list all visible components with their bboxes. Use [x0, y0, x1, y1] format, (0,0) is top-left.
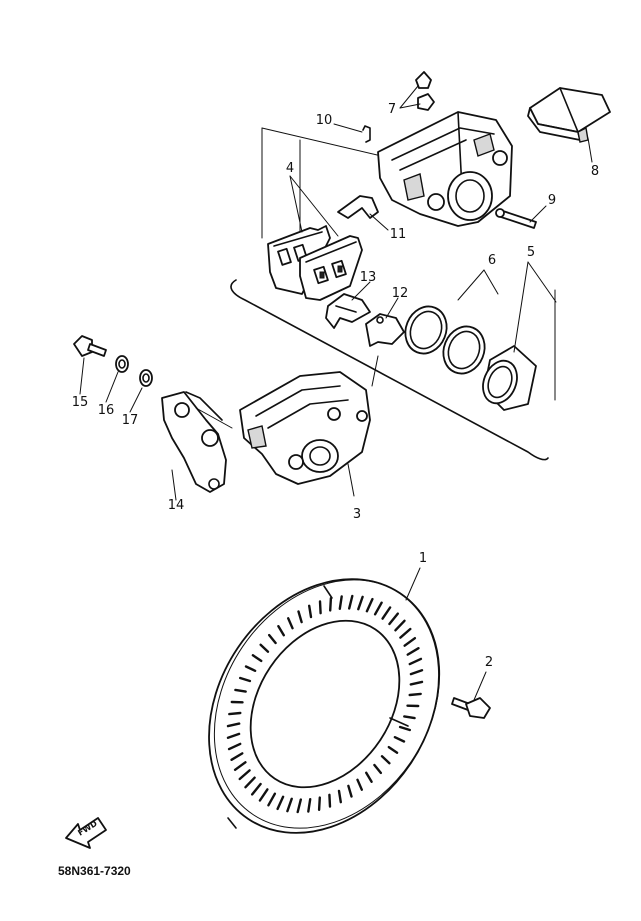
callout-3: 3: [353, 507, 361, 522]
bracket-bolt: [73, 335, 107, 357]
pad-pin-clip: [362, 125, 371, 143]
disc-vent-slot: [226, 722, 241, 728]
disc-vent-slot: [381, 606, 392, 620]
disc-vent-slot: [373, 763, 382, 775]
disc-vent-slot: [308, 604, 313, 619]
callout-1: 1: [419, 551, 427, 566]
forward-arrow-icon: FWD: [65, 817, 107, 849]
caliper-piston: [482, 345, 537, 411]
disc-vent-slot: [373, 601, 383, 616]
disc-vent-slot: [258, 788, 269, 802]
disc-vent-slot: [408, 657, 423, 666]
pad-pin: [495, 208, 537, 229]
disc-vent-slot: [394, 619, 406, 632]
disc-vent-slot: [286, 797, 293, 813]
callout-14: 14: [168, 498, 185, 513]
disc-vent-slot: [233, 761, 247, 771]
disc-vent-slot: [365, 771, 373, 783]
callout-10: 10: [316, 113, 333, 128]
callout-7: 7: [388, 102, 396, 117]
disc-vent-slot: [388, 612, 399, 626]
disc-vent-slot: [226, 732, 241, 739]
disc-bolt: [451, 697, 491, 719]
brake-pads: [267, 225, 363, 301]
caliper-assembly: [239, 371, 371, 485]
callout-11: 11: [390, 227, 407, 242]
spring-washer: [115, 355, 129, 373]
disc-vent-slot: [356, 778, 363, 791]
disc-vent-slot: [347, 784, 353, 798]
disc-vent-slot: [238, 769, 251, 781]
disc-vent-slot: [338, 595, 343, 610]
disc-vent-slot: [403, 637, 417, 647]
disc-vent-slot: [296, 798, 302, 814]
disc-vent-slot: [307, 798, 312, 813]
disc-vent-slot: [287, 617, 294, 630]
callout-13: 13: [360, 270, 377, 285]
callout-15: 15: [72, 395, 89, 410]
disc-vent-slot: [365, 597, 374, 613]
pad-shim: [365, 313, 405, 347]
disc-vent-slot: [409, 669, 424, 676]
disc-vent-slot: [244, 665, 257, 672]
caliper-body-upper: [377, 111, 513, 227]
disc-vent-holes: [226, 594, 424, 814]
exploded-view-bracket: [230, 127, 556, 461]
disc-vent-slot: [329, 597, 333, 612]
disc-vent-slot: [268, 633, 277, 645]
disc-vent-slot: [244, 776, 256, 789]
disc-vent-slot: [276, 795, 285, 811]
disc-vent-slot: [297, 610, 303, 624]
disc-vent-slot: [250, 782, 262, 796]
disc-vent-slot: [398, 725, 411, 732]
callout-16: 16: [98, 403, 115, 418]
disc-vent-slot: [318, 600, 322, 615]
disc-vent-slot: [409, 680, 424, 686]
callout-6: 6: [488, 253, 496, 268]
callout-9: 9: [548, 193, 556, 208]
piston-seals: [404, 305, 486, 375]
callout-4: 4: [286, 161, 294, 176]
callout-12: 12: [392, 286, 409, 301]
callout-17: 17: [122, 413, 139, 428]
callout-5: 5: [527, 245, 535, 260]
leader-lines: [79, 85, 593, 701]
callout-8: 8: [591, 164, 599, 179]
disc-vent-slot: [380, 755, 391, 765]
caliper-bracket: [161, 391, 227, 493]
disc-vent-slot: [357, 595, 364, 611]
bleed-screw: [415, 71, 435, 111]
disc-vent-slot: [337, 789, 342, 804]
disc-vent-slot: [228, 711, 242, 716]
disc-vent-slot: [277, 625, 285, 637]
disc-vent-slot: [227, 742, 242, 751]
disc-vent-slot: [230, 752, 244, 761]
disc-vent-slot: [406, 647, 420, 656]
brake-disc: [208, 578, 441, 834]
disc-vent-slot: [251, 654, 263, 663]
disc-vent-slot: [403, 715, 416, 720]
pad-cover: [527, 87, 611, 143]
disc-vent-slot: [408, 692, 422, 697]
disc-vent-slot: [387, 745, 399, 754]
callout-labels: 1 2 3 4 5 6 7 8 9 10 11 12 13 14 15 16 1…: [72, 102, 599, 670]
disc-vent-slot: [234, 688, 247, 693]
disc-vent-slot: [238, 676, 252, 683]
disc-vent-slot: [393, 736, 406, 743]
disc-vent-slot: [348, 594, 354, 610]
disc-vent-slot: [328, 793, 332, 808]
disc-vent-slot: [317, 796, 321, 811]
callout-2: 2: [485, 655, 493, 670]
diagram-reference-code: 58N361-7320: [58, 864, 131, 878]
pad-spring: [337, 195, 379, 219]
disc-vent-slot: [259, 643, 270, 653]
plain-washer: [139, 369, 153, 387]
pad-support: [325, 293, 371, 329]
disc-vent-slot: [399, 627, 412, 639]
disc-vent-slot: [267, 792, 277, 807]
